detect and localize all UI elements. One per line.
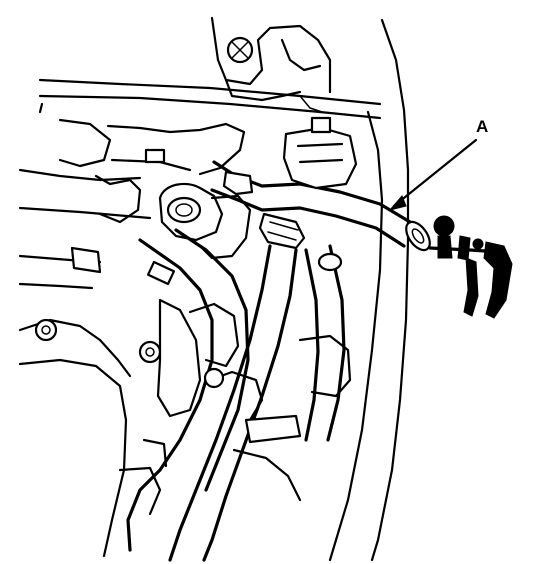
bolt-lower	[203, 367, 225, 389]
lower-connector	[244, 414, 302, 444]
engine-lower-left	[18, 298, 352, 558]
right-long-hose	[328, 18, 410, 562]
small-tab	[144, 148, 166, 164]
tool-handle-left	[463, 257, 479, 317]
hose-end-a	[405, 220, 431, 252]
hose-clamp-upper	[222, 170, 254, 196]
bolt-center	[138, 340, 162, 364]
fitting-opening	[166, 196, 202, 224]
leader-arrowhead	[388, 195, 407, 211]
bolt-left	[34, 318, 58, 342]
hose-end-b	[317, 252, 343, 272]
connector-cap	[310, 116, 332, 134]
clamp-pliers-tool	[428, 215, 513, 319]
top-bracket	[210, 16, 332, 102]
bracket-small	[70, 246, 102, 274]
callout-a: A	[388, 117, 488, 211]
tool-handle-right	[483, 241, 513, 319]
tool-knob	[433, 215, 455, 237]
connector-block	[282, 126, 358, 190]
lower-hoses	[168, 244, 346, 562]
upper-rails	[38, 78, 382, 120]
small-clip	[146, 260, 176, 286]
left-tube	[70, 228, 250, 552]
leader-line	[392, 138, 478, 208]
engine-outline-left	[18, 118, 246, 290]
upper-connector	[282, 116, 358, 190]
hose-clamp-lower	[258, 212, 306, 250]
callout-label-a: A	[476, 117, 488, 136]
